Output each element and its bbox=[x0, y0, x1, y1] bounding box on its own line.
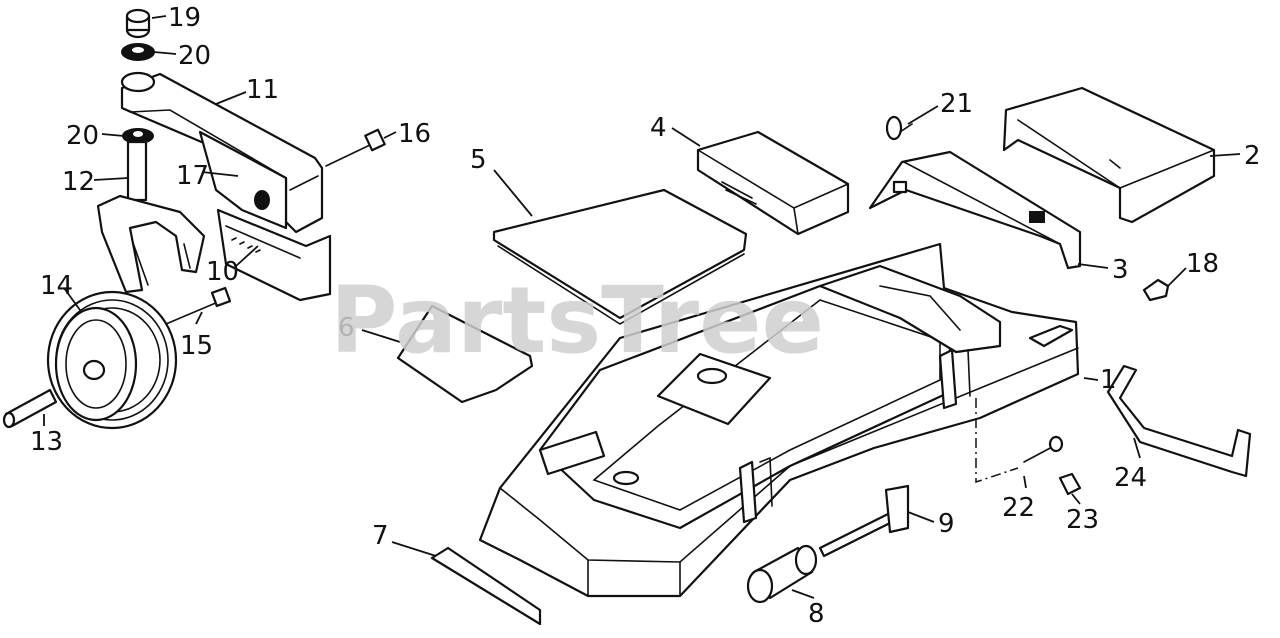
callout-22: 22 bbox=[1002, 493, 1035, 523]
part-4-cover[interactable] bbox=[696, 130, 850, 236]
part-22-bolt[interactable] bbox=[1023, 435, 1064, 463]
part-12-caster-fork[interactable] bbox=[96, 140, 206, 294]
part-10-bracket[interactable] bbox=[216, 208, 332, 302]
callout-24: 24 bbox=[1114, 463, 1147, 493]
watermark-logo: PartsTree bbox=[330, 267, 824, 374]
callout-5: 5 bbox=[470, 145, 487, 175]
callout-14: 14 bbox=[40, 271, 73, 301]
callout-16: 16 bbox=[398, 119, 431, 149]
callout-6: 6 bbox=[338, 313, 355, 343]
leader-lines bbox=[43, 15, 1241, 599]
callout-15: 15 bbox=[180, 331, 213, 361]
callout-3: 3 bbox=[1112, 255, 1129, 285]
assembly-centerline bbox=[975, 398, 1019, 484]
callout-7: 7 bbox=[372, 521, 389, 551]
callout-4: 4 bbox=[650, 113, 667, 143]
part-15-bolt[interactable] bbox=[165, 286, 232, 325]
part-7-strip[interactable] bbox=[430, 546, 542, 626]
callout-8: 8 bbox=[808, 599, 825, 629]
part-19-nut[interactable] bbox=[125, 8, 151, 39]
part-2-shield[interactable] bbox=[1002, 86, 1216, 224]
part-9-shaft[interactable] bbox=[818, 484, 910, 558]
part-20-washer-top[interactable] bbox=[121, 43, 155, 61]
callout-labels: 1 2 3 4 5 6 7 8 9 10 11 12 13 14 15 16 1… bbox=[30, 3, 1261, 629]
part-8-roller[interactable] bbox=[746, 544, 818, 604]
part-13-axle[interactable] bbox=[2, 388, 58, 429]
part-16-bolt[interactable] bbox=[325, 128, 386, 167]
callout-12: 12 bbox=[62, 167, 95, 197]
callout-19: 19 bbox=[168, 3, 201, 33]
callout-17: 17 bbox=[176, 161, 209, 191]
callout-13: 13 bbox=[30, 427, 63, 457]
part-3-shield[interactable] bbox=[868, 150, 1082, 270]
part-5-plate[interactable] bbox=[492, 188, 748, 325]
part-21-clip[interactable] bbox=[885, 115, 913, 141]
callout-11: 11 bbox=[246, 75, 279, 105]
callout-10: 10 bbox=[206, 257, 239, 287]
callout-23: 23 bbox=[1066, 505, 1099, 535]
callout-9: 9 bbox=[938, 509, 955, 539]
callout-1: 1 bbox=[1100, 365, 1117, 395]
callout-18: 18 bbox=[1186, 249, 1219, 279]
arm-pivot-boss bbox=[120, 71, 156, 93]
part-23-nut[interactable] bbox=[1058, 472, 1082, 496]
callout-21: 21 bbox=[940, 89, 973, 119]
part-17-fitting[interactable] bbox=[254, 190, 270, 210]
callout-20-top: 20 bbox=[178, 41, 211, 71]
part-1-deck[interactable] bbox=[478, 242, 1080, 598]
part-18-fastener[interactable] bbox=[1142, 278, 1170, 302]
part-6-plate[interactable] bbox=[396, 304, 534, 404]
part-24-strap[interactable] bbox=[1106, 364, 1252, 478]
callout-2: 2 bbox=[1244, 141, 1261, 171]
callout-20-bottom: 20 bbox=[66, 121, 99, 151]
part-14-wheel[interactable] bbox=[46, 290, 178, 430]
